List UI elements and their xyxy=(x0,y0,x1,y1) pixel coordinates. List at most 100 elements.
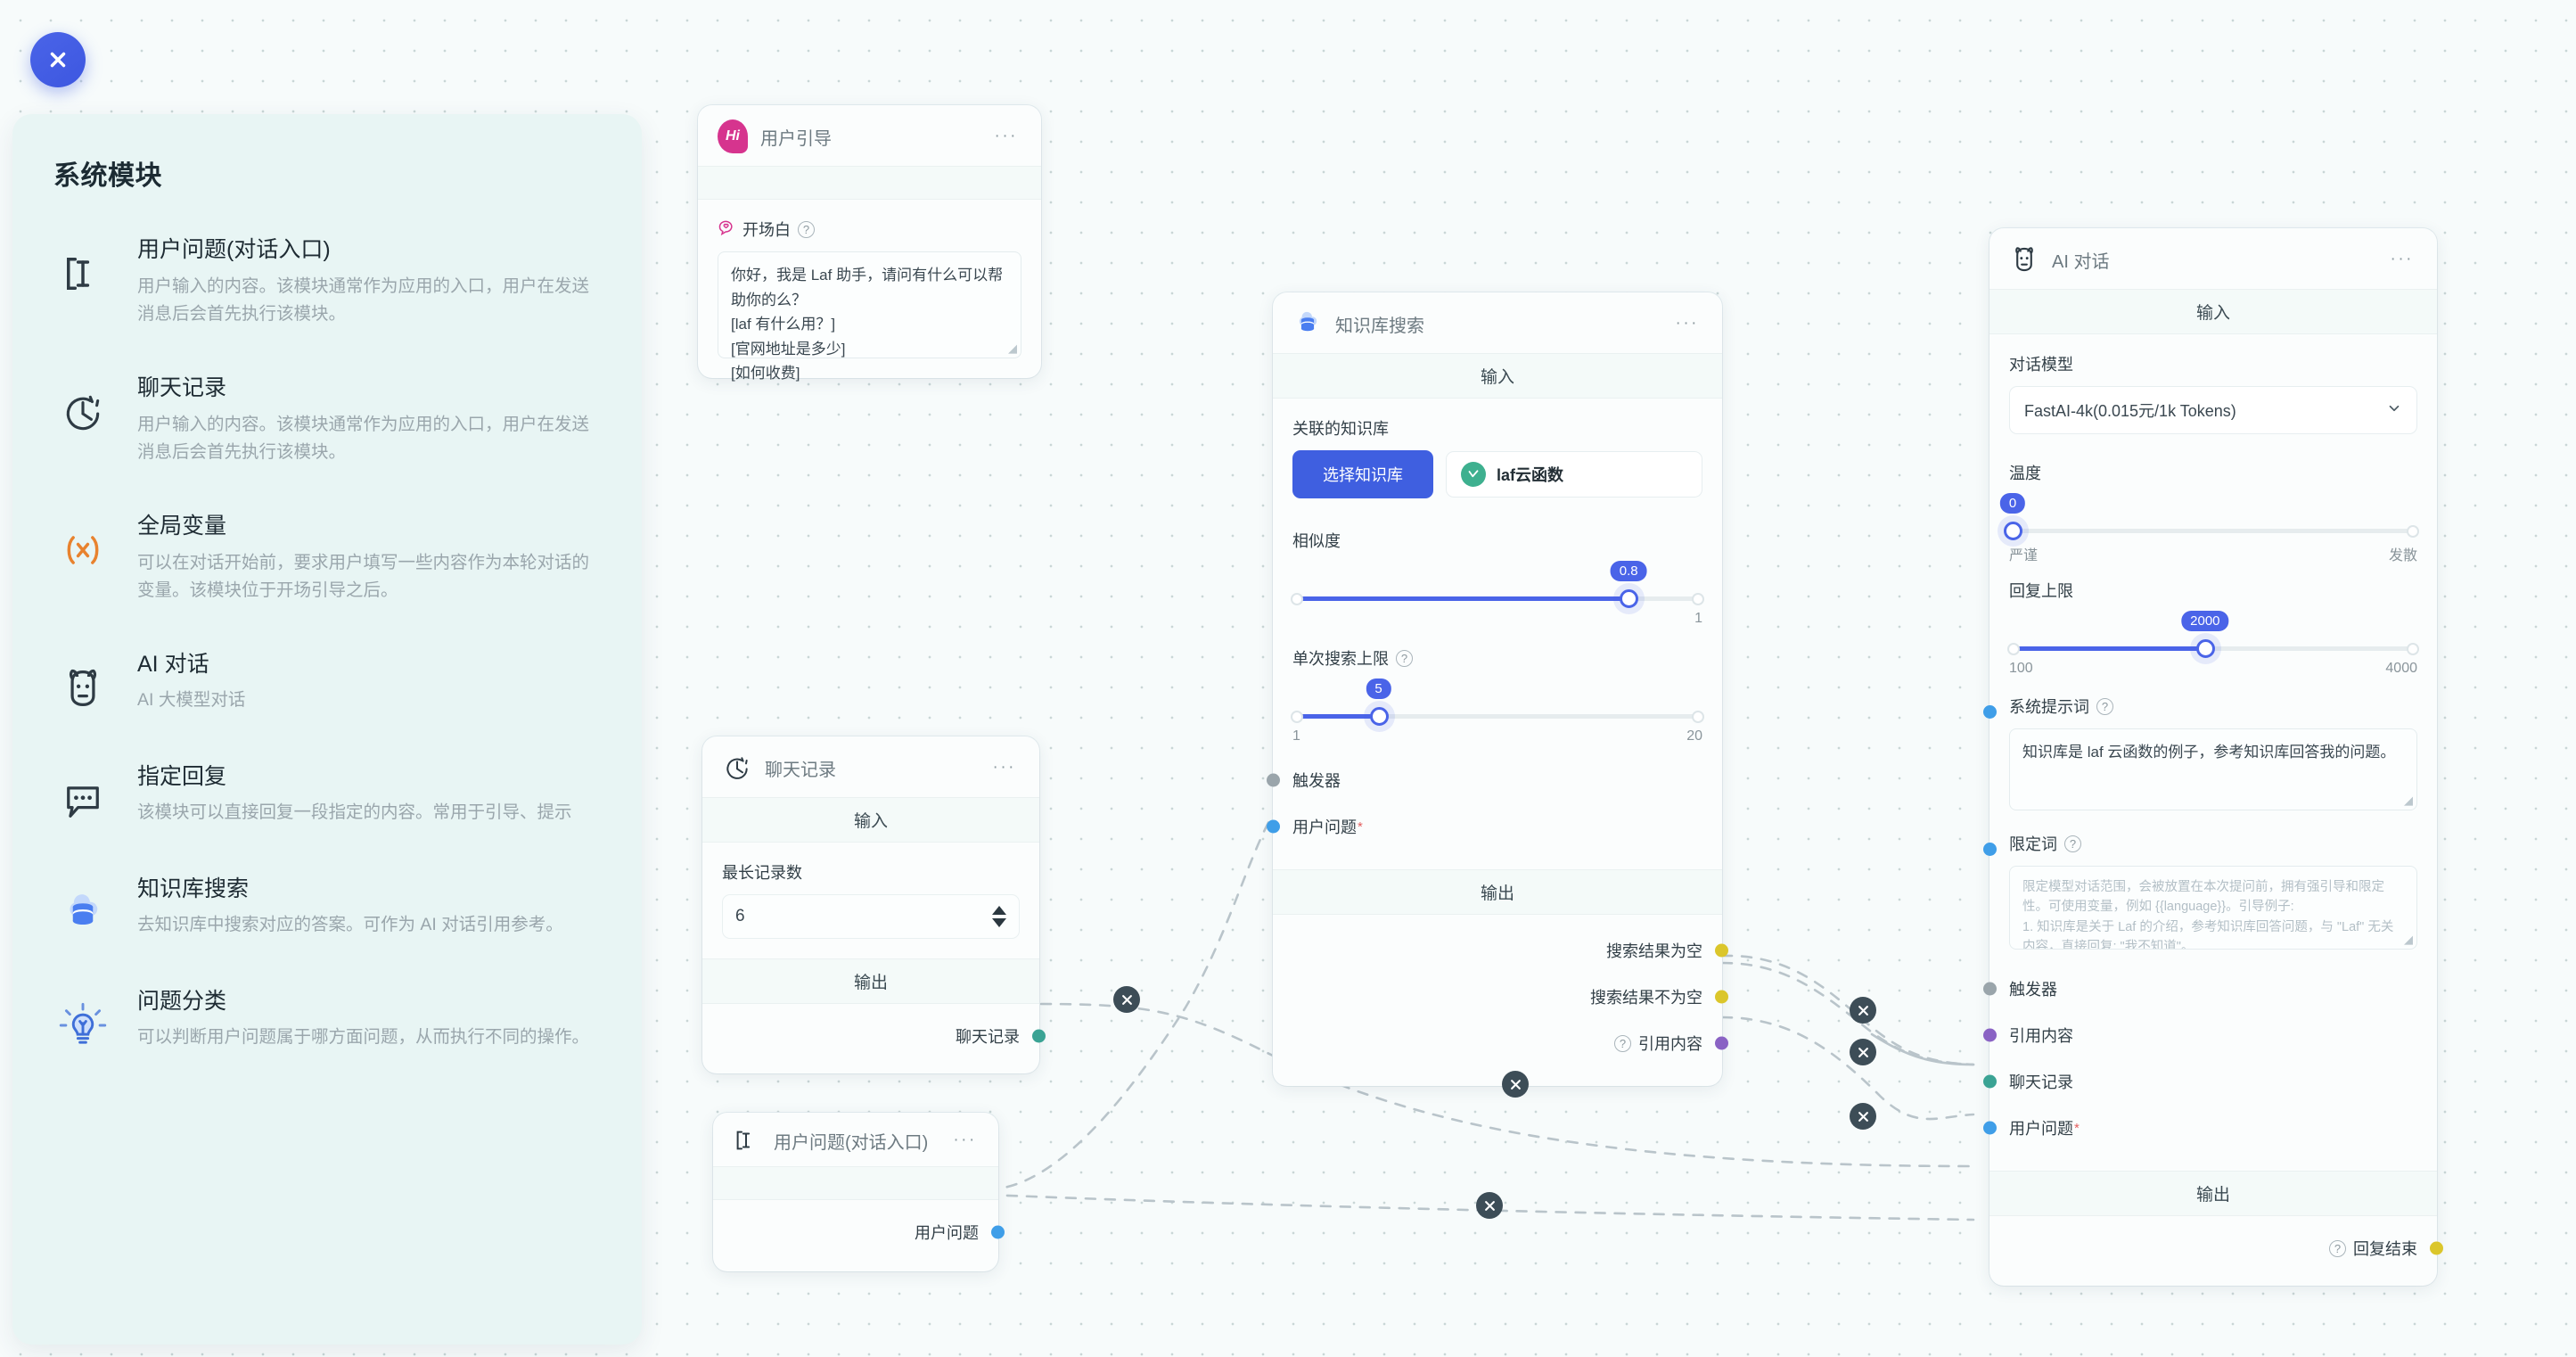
module-name: 全局变量 xyxy=(137,513,227,539)
sidebar-item-user-question[interactable]: 用户问题(对话入口) 用户输入的内容。该模块通常作为应用的入口，用户在发送消息后… xyxy=(53,234,601,329)
port-dot[interactable] xyxy=(991,1225,1005,1239)
sidebar-item-kb-search[interactable]: 知识库搜索 去知识库中搜索对应的答案。可作为 AI 对话引用参考。 xyxy=(53,873,601,942)
node-header[interactable]: AI 对话 ··· xyxy=(1989,228,2437,289)
edge-delete-button[interactable] xyxy=(1502,1071,1529,1098)
output-section-label: 输出 xyxy=(1273,869,1722,915)
port-dot[interactable] xyxy=(1983,1028,1997,1042)
dataset-chip[interactable]: laf云函数 xyxy=(1446,451,1702,498)
input-port-trigger[interactable]: 触发器 xyxy=(1983,966,2417,1012)
ai-robot-icon xyxy=(53,659,112,718)
resize-grip-icon[interactable]: ◢ xyxy=(2404,794,2413,807)
temperature-slider[interactable]: 0 严谨 发散 xyxy=(1999,493,2419,563)
port-dot[interactable] xyxy=(1983,1074,1997,1089)
slider-track xyxy=(2009,529,2417,533)
edge-delete-button[interactable] xyxy=(1850,1103,1876,1130)
stepper-icon[interactable] xyxy=(992,906,1006,927)
port-dot[interactable] xyxy=(1983,1121,1997,1135)
output-port-user-question[interactable]: 用户问题 xyxy=(733,1209,1005,1255)
port-dot[interactable] xyxy=(1032,1029,1046,1043)
node-header[interactable]: 聊天记录 ··· xyxy=(702,736,1039,797)
port-label: 聊天记录 xyxy=(956,1028,1020,1046)
max-records-input[interactable]: 6 xyxy=(722,894,1020,939)
sidebar-item-global-variable[interactable]: 全局变量 可以在对话开始前，要求用户填写一些内容作为本轮对话的变量。该模块位于开… xyxy=(53,510,601,605)
slider-knob[interactable] xyxy=(1369,707,1389,726)
module-desc: 该模块可以直接回复一段指定的内容。常用于引导、提示 xyxy=(137,802,572,823)
node-menu-button[interactable]: ··· xyxy=(953,1131,977,1149)
slider-end-cap xyxy=(2407,524,2419,538)
help-icon[interactable]: ? xyxy=(1396,649,1413,667)
node-menu-button[interactable]: ··· xyxy=(992,758,1016,777)
node-body: 对话模型 FastAI-4k(0.015元/1k Tokens) 温度 0 严谨… xyxy=(1983,334,2437,1171)
port-dot[interactable] xyxy=(1983,705,1997,719)
node-divider xyxy=(713,1166,998,1200)
input-port-user-question[interactable]: 用户问题* xyxy=(1983,1105,2417,1151)
resize-grip-icon[interactable]: ◢ xyxy=(2404,933,2413,946)
temperature-value: 0 xyxy=(1999,493,2026,514)
node-header[interactable]: 用户问题(对话入口) ··· xyxy=(713,1113,998,1166)
port-dot[interactable] xyxy=(1267,773,1280,787)
sidebar-item-chat-history[interactable]: 聊天记录 用户输入的内容。该模块通常作为应用的入口，用户在发送消息后会首先执行该… xyxy=(53,372,601,467)
search-limit-value: 5 xyxy=(1366,678,1391,699)
similarity-slider[interactable]: 0.8 1 xyxy=(1291,561,1704,627)
port-dot[interactable] xyxy=(1267,819,1280,834)
edge-delete-button[interactable] xyxy=(1113,986,1140,1013)
resize-grip-icon[interactable]: ◢ xyxy=(1008,341,1017,355)
node-menu-button[interactable]: ··· xyxy=(2390,250,2414,268)
sidebar-item-specified-reply[interactable]: 指定回复 该模块可以直接回复一段指定的内容。常用于引导、提示 xyxy=(53,761,601,830)
slider-track xyxy=(1292,714,1702,719)
search-limit-slider[interactable]: 5 1 20 xyxy=(1291,678,1704,744)
node-user-guide[interactable]: Hi 用户引导 ··· 开场白 ? 你好，我是 Laf 助手，请问有什么可以帮助… xyxy=(698,105,1041,382)
slider-knob[interactable] xyxy=(2195,639,2215,658)
input-port-trigger[interactable]: 触发器 xyxy=(1267,757,1702,803)
help-icon[interactable]: ? xyxy=(798,220,815,238)
qualifier-textarea[interactable]: 限定模型对话范围，会被放置在本次提问前，拥有强引导和限定性。可使用变量，例如 {… xyxy=(2009,866,2417,950)
output-port-quote-content[interactable]: ? 引用内容 xyxy=(1292,1020,1728,1066)
sidebar-item-ai-chat[interactable]: AI 对话 AI 大模型对话 xyxy=(53,648,601,718)
module-desc: 用户输入的内容。该模块通常作为应用的入口，用户在发送消息后会首先执行该模块。 xyxy=(137,276,590,325)
node-header[interactable]: Hi 用户引导 ··· xyxy=(698,105,1041,166)
slider-knob[interactable] xyxy=(1620,589,1639,608)
output-port-nonempty-result[interactable]: 搜索结果不为空 xyxy=(1292,974,1728,1020)
sidebar-item-question-classify[interactable]: 问题分类 可以判断用户问题属于哪方面问题，从而执行不同的操作。 xyxy=(53,985,601,1055)
input-port-quote-content[interactable]: 引用内容 xyxy=(1983,1012,2417,1058)
close-button[interactable] xyxy=(30,32,86,87)
chat-model-select[interactable]: FastAI-4k(0.015元/1k Tokens) xyxy=(2009,386,2417,434)
output-port-empty-result[interactable]: 搜索结果为空 xyxy=(1292,927,1728,974)
node-user-question-entry[interactable]: 用户问题(对话入口) ··· 用户问题 xyxy=(713,1113,1005,1271)
output-port-reply-end[interactable]: ? 回复结束 xyxy=(2009,1225,2443,1271)
node-divider xyxy=(698,166,1041,200)
select-dataset-button[interactable]: 选择知识库 xyxy=(1292,450,1433,498)
help-icon[interactable]: ? xyxy=(2329,1239,2346,1257)
clock-history-icon xyxy=(53,382,112,441)
edge-delete-button[interactable] xyxy=(1476,1192,1503,1219)
node-chat-history[interactable]: 聊天记录 ··· 输入 最长记录数 6 输出 聊天记录 xyxy=(702,736,1046,1073)
node-menu-button[interactable]: ··· xyxy=(994,127,1018,145)
sidebar-title: 系统模块 xyxy=(53,161,162,191)
slider-end-cap xyxy=(2407,642,2419,655)
system-prompt-textarea[interactable]: 知识库是 laf 云函数的例子，参考知识库回答我的问题。 xyxy=(2009,728,2417,810)
port-dot[interactable] xyxy=(1715,990,1728,1004)
port-dot[interactable] xyxy=(1983,982,1997,996)
help-icon[interactable]: ? xyxy=(2096,697,2113,715)
edge-delete-button[interactable] xyxy=(1850,997,1876,1024)
port-dot[interactable] xyxy=(1715,943,1728,958)
slider-knob[interactable] xyxy=(2004,522,2022,540)
output-port-chat-history[interactable]: 聊天记录 xyxy=(722,1013,1046,1059)
output-section-label: 输出 xyxy=(702,958,1039,1004)
port-dot[interactable] xyxy=(2430,1241,2443,1255)
node-menu-button[interactable]: ··· xyxy=(1675,314,1699,333)
port-dot[interactable] xyxy=(1983,843,1997,856)
opening-statement-textarea[interactable]: 你好，我是 Laf 助手，请问有什么可以帮助你的么？ [laf 有什么用？] [… xyxy=(718,251,1021,382)
edge-delete-button[interactable] xyxy=(1850,1039,1876,1065)
help-icon[interactable]: ? xyxy=(2064,835,2081,852)
help-icon[interactable]: ? xyxy=(1614,1034,1631,1052)
node-kb-search[interactable]: 知识库搜索 ··· 输入 关联的知识库 选择知识库 laf云函数 相似度 xyxy=(1267,292,1728,1086)
input-port-user-question[interactable]: 用户问题* xyxy=(1267,803,1702,850)
node-outputs: 搜索结果为空 搜索结果不为空 ? 引用内容 xyxy=(1273,915,1728,1086)
port-label: 触发器 xyxy=(2009,981,2057,999)
node-ai-chat[interactable]: AI 对话 ··· 输入 对话模型 FastAI-4k(0.015元/1k To… xyxy=(1983,228,2443,1286)
node-header[interactable]: 知识库搜索 ··· xyxy=(1273,292,1722,353)
port-dot[interactable] xyxy=(1715,1036,1728,1050)
max-token-slider[interactable]: 2000 100 4000 xyxy=(2007,611,2419,677)
input-port-chat-history[interactable]: 聊天记录 xyxy=(1983,1058,2417,1105)
